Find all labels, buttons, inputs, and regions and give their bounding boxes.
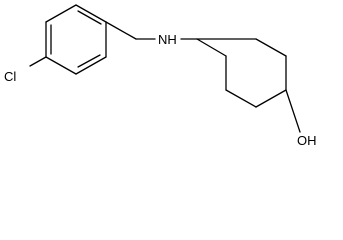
ring-bond	[45, 4, 77, 23]
structure-canvas: Cl NH OH	[4, 4, 317, 148]
cyclohexane-ring	[196, 38, 287, 108]
benzene-ring	[45, 4, 107, 75]
cl-bond	[29, 56, 47, 67]
hydroxyl-label: OH	[297, 133, 317, 148]
ring-bond	[225, 89, 257, 108]
molecule-drawing: Cl NH OH	[4, 4, 317, 148]
chlorine-label: Cl	[4, 69, 16, 84]
ring-bond	[255, 38, 287, 57]
ring-double-bond	[77, 54, 101, 68]
benzyl-bond	[105, 21, 137, 40]
ring-double-bond	[77, 10, 102, 25]
ring-bond	[45, 56, 77, 75]
ring-bond	[75, 4, 107, 23]
oh-bond	[285, 89, 301, 133]
ring-bond	[75, 56, 107, 75]
ring-bond	[196, 38, 227, 57]
ring-bond	[255, 89, 287, 108]
amine-label: NH	[158, 32, 177, 47]
